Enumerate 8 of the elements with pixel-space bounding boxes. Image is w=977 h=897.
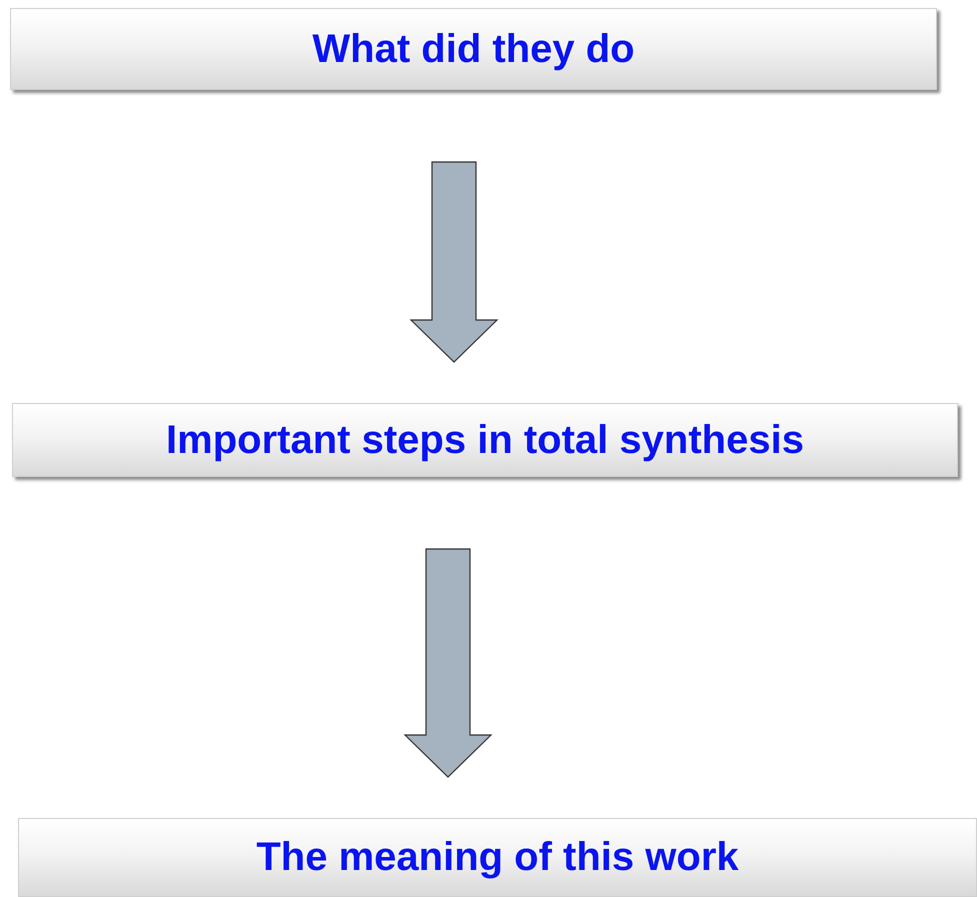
title-box — [10, 8, 937, 90]
title-box — [18, 818, 977, 897]
heading-text: What did they do — [312, 26, 635, 72]
block-arrow — [404, 548, 492, 778]
block-arrow — [410, 161, 498, 363]
title-box — [12, 403, 958, 477]
heading-text: The meaning of this work — [256, 835, 739, 880]
heading-text: Important steps in total synthesis — [166, 418, 804, 462]
